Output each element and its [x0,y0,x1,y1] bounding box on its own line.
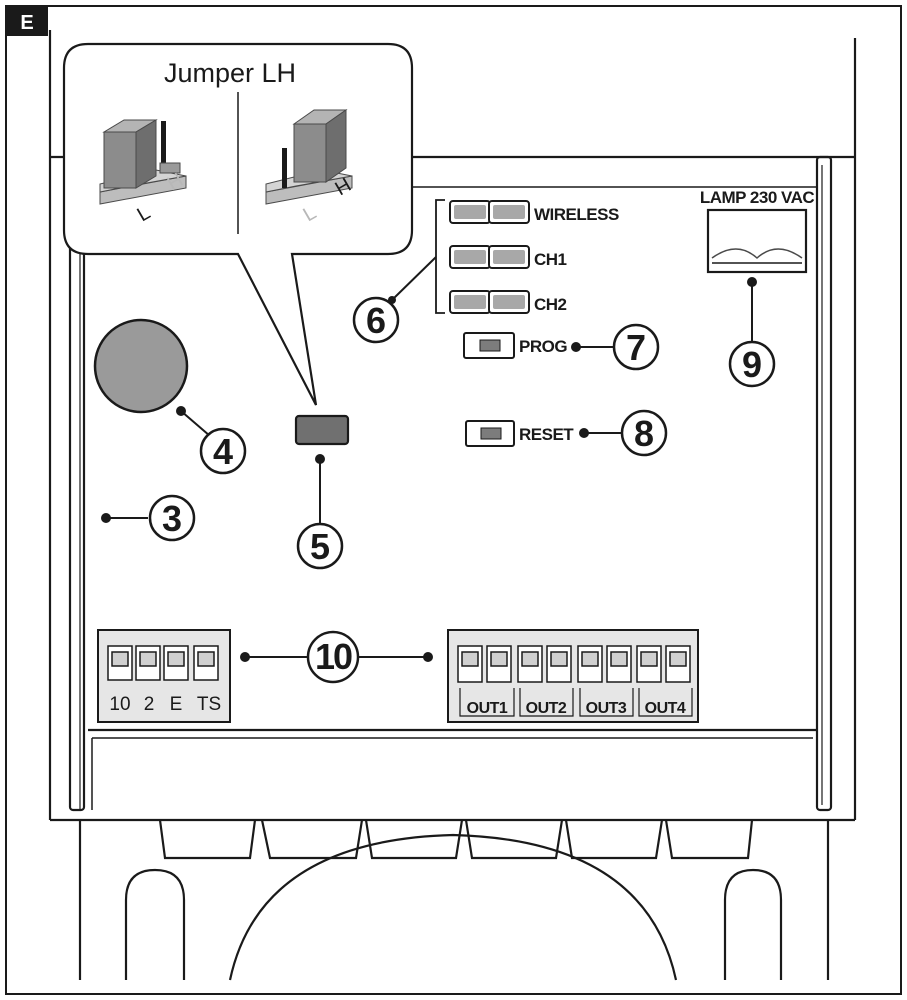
svg-text:4: 4 [213,431,233,472]
terminal-label-out1: OUT1 [467,700,508,717]
leader-lines [101,277,757,662]
svg-text:6: 6 [366,300,386,341]
callout-number-10: 10 [306,630,360,684]
callout-number-3: 3 [148,494,196,542]
board-jumper [294,414,350,446]
prog-button-label: PROG [519,337,567,356]
terminal-label-out3: OUT3 [586,700,627,717]
housing-base [78,819,830,981]
figure-frame [5,5,902,995]
svg-text:8: 8 [634,413,654,454]
led-label-ch1: CH1 [534,250,567,269]
led-wireless: WIRELESS [449,200,619,224]
led-ch1: CH1 [449,245,567,269]
lamp-terminal-label: LAMP 230 VAC [700,188,815,207]
prog-button[interactable]: PROG [463,332,568,359]
svg-text:5: 5 [310,526,330,567]
led-label-wireless: WIRELESS [534,205,619,224]
callout-number-4: 4 [199,427,247,475]
lamp-terminal: LAMP 230 VAC [700,188,815,274]
led-label-ch2: CH2 [534,295,567,314]
round-module [93,318,189,414]
terminal-label-e: E [170,694,183,715]
terminal-label-out2: OUT2 [526,700,567,717]
reset-button-label: RESET [519,425,574,444]
jumper-illustration-right: L H [265,109,355,226]
figure-tag-box [6,6,48,36]
callout-title: Jumper LH [164,58,296,88]
svg-text:7: 7 [626,327,646,368]
svg-text:10: 10 [315,636,352,677]
svg-text:9: 9 [742,344,762,385]
terminal-block-left: 10 2 E TS [97,629,231,723]
terminal-block-right: OUT1 OUT2 OUT3 OUT4 [447,629,699,723]
jumper-illustration-left: L H [99,119,187,226]
callout-number-9: 9 [728,340,776,388]
terminal-label-ts: TS [197,694,221,715]
callout-number-6: 6 [352,296,400,344]
terminal-label-10: 10 [109,694,130,715]
terminal-label-out4: OUT4 [645,700,686,717]
led-ch2: CH2 [449,290,567,314]
svg-text:3: 3 [162,498,182,539]
callout-number-7: 7 [612,323,660,371]
callout-number-5: 5 [296,522,344,570]
terminal-label-2: 2 [144,694,155,715]
callout-number-8: 8 [620,409,668,457]
figure-tag: E [20,12,33,34]
reset-button[interactable]: RESET [465,420,575,447]
terminal-screws-left [107,645,219,681]
terminal-screws-right [457,645,691,683]
